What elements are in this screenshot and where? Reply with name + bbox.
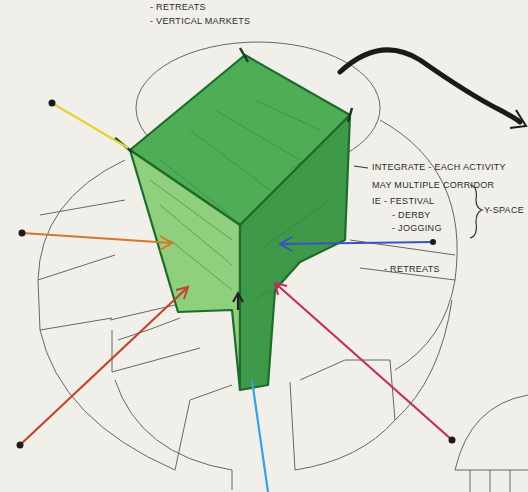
- sketch-note: Y-SPACE: [484, 205, 524, 216]
- sketch-note: MAY MULTIPLE CORRIDOR: [372, 180, 494, 191]
- sketch-note: IE - FESTIVAL: [372, 196, 434, 207]
- sketch-note: - VERTICAL MARKETS: [150, 16, 250, 27]
- sketch-note: - RETREATS: [150, 2, 206, 13]
- sketch-note: INTEGRATE - EACH ACTIVITY: [372, 162, 506, 173]
- sketch-note: - DERBY: [392, 210, 431, 221]
- sketch-note: - JOGGING: [392, 223, 442, 234]
- sketch-note: - RETREATS: [384, 264, 440, 275]
